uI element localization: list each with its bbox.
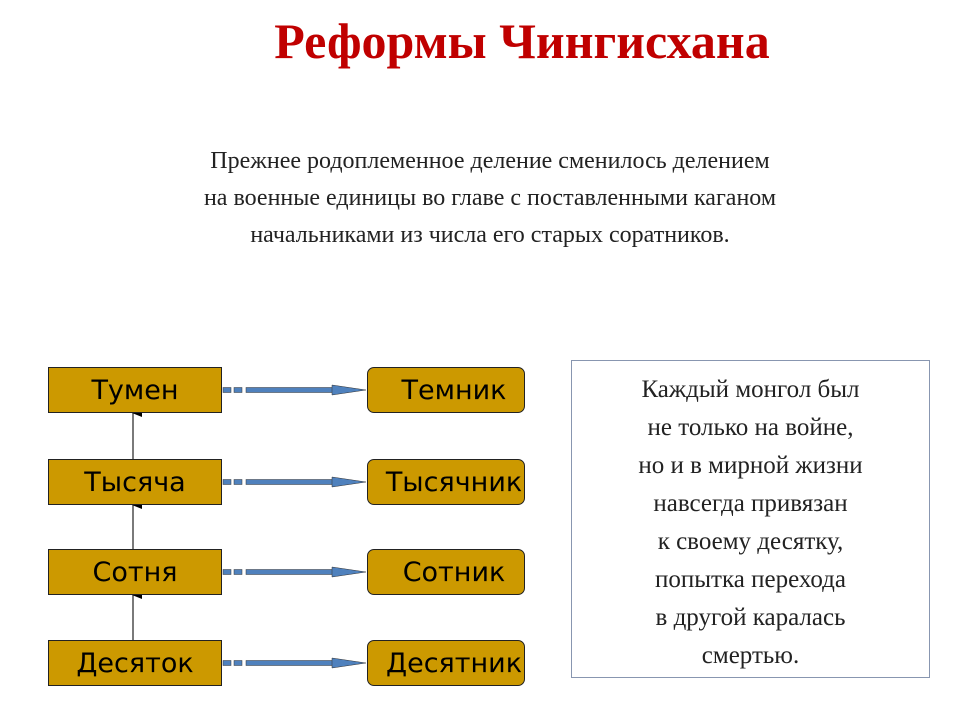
- dash-segment: [233, 479, 243, 485]
- note-line: попытка перехода: [655, 566, 846, 593]
- leader-box-desyatnik: Десятник: [367, 640, 525, 686]
- dash-segment: [233, 569, 243, 575]
- leader-box-sotnik: Сотник: [367, 549, 525, 595]
- arrow-head-icon: [331, 657, 367, 669]
- intro-line: начальниками из числа его старых соратни…: [250, 222, 730, 248]
- unit-box-ten: Десяток: [48, 640, 222, 686]
- leader-box-tysyachnik: Тысячник: [367, 459, 525, 505]
- arrow-shaft: [245, 387, 335, 393]
- intro-line: Прежнее родоплеменное деление сменилось …: [210, 148, 770, 174]
- arrow-shaft: [245, 569, 335, 575]
- note-line: к своему десятку,: [657, 528, 844, 555]
- note-line: но и в мирной жизни: [638, 452, 863, 479]
- dash-segment: [222, 569, 232, 575]
- unit-box-tumen: Тумен: [48, 367, 222, 413]
- arrow-shaft: [245, 479, 335, 485]
- arrow-head-icon: [331, 384, 367, 396]
- slide-title: Реформы Чингисхана: [274, 13, 770, 69]
- intro-line: на военные единицы во главе с поставленн…: [203, 185, 777, 211]
- arrow-head-icon: [331, 566, 367, 578]
- dash-segment: [233, 660, 243, 666]
- dash-segment: [222, 387, 232, 393]
- intro-text: Прежнее родоплеменное деление сменилось …: [60, 143, 920, 254]
- note-line: навсегда привязан: [653, 490, 848, 517]
- arrow-head-icon: [331, 476, 367, 488]
- note-line: смертью.: [701, 642, 800, 669]
- dash-segment: [222, 660, 232, 666]
- note-line: Каждый монгол был: [641, 376, 860, 403]
- dash-segment: [222, 479, 232, 485]
- note-line: не только на войне,: [647, 414, 854, 441]
- unit-box-hundred: Сотня: [48, 549, 222, 595]
- unit-box-thousand: Тысяча: [48, 459, 222, 505]
- note-box: Каждый монгол был не только на войне, но…: [571, 360, 930, 678]
- note-line: в другой каралась: [655, 604, 846, 631]
- leader-box-temnik: Темник: [367, 367, 525, 413]
- dash-segment: [233, 387, 243, 393]
- arrow-shaft: [245, 660, 335, 666]
